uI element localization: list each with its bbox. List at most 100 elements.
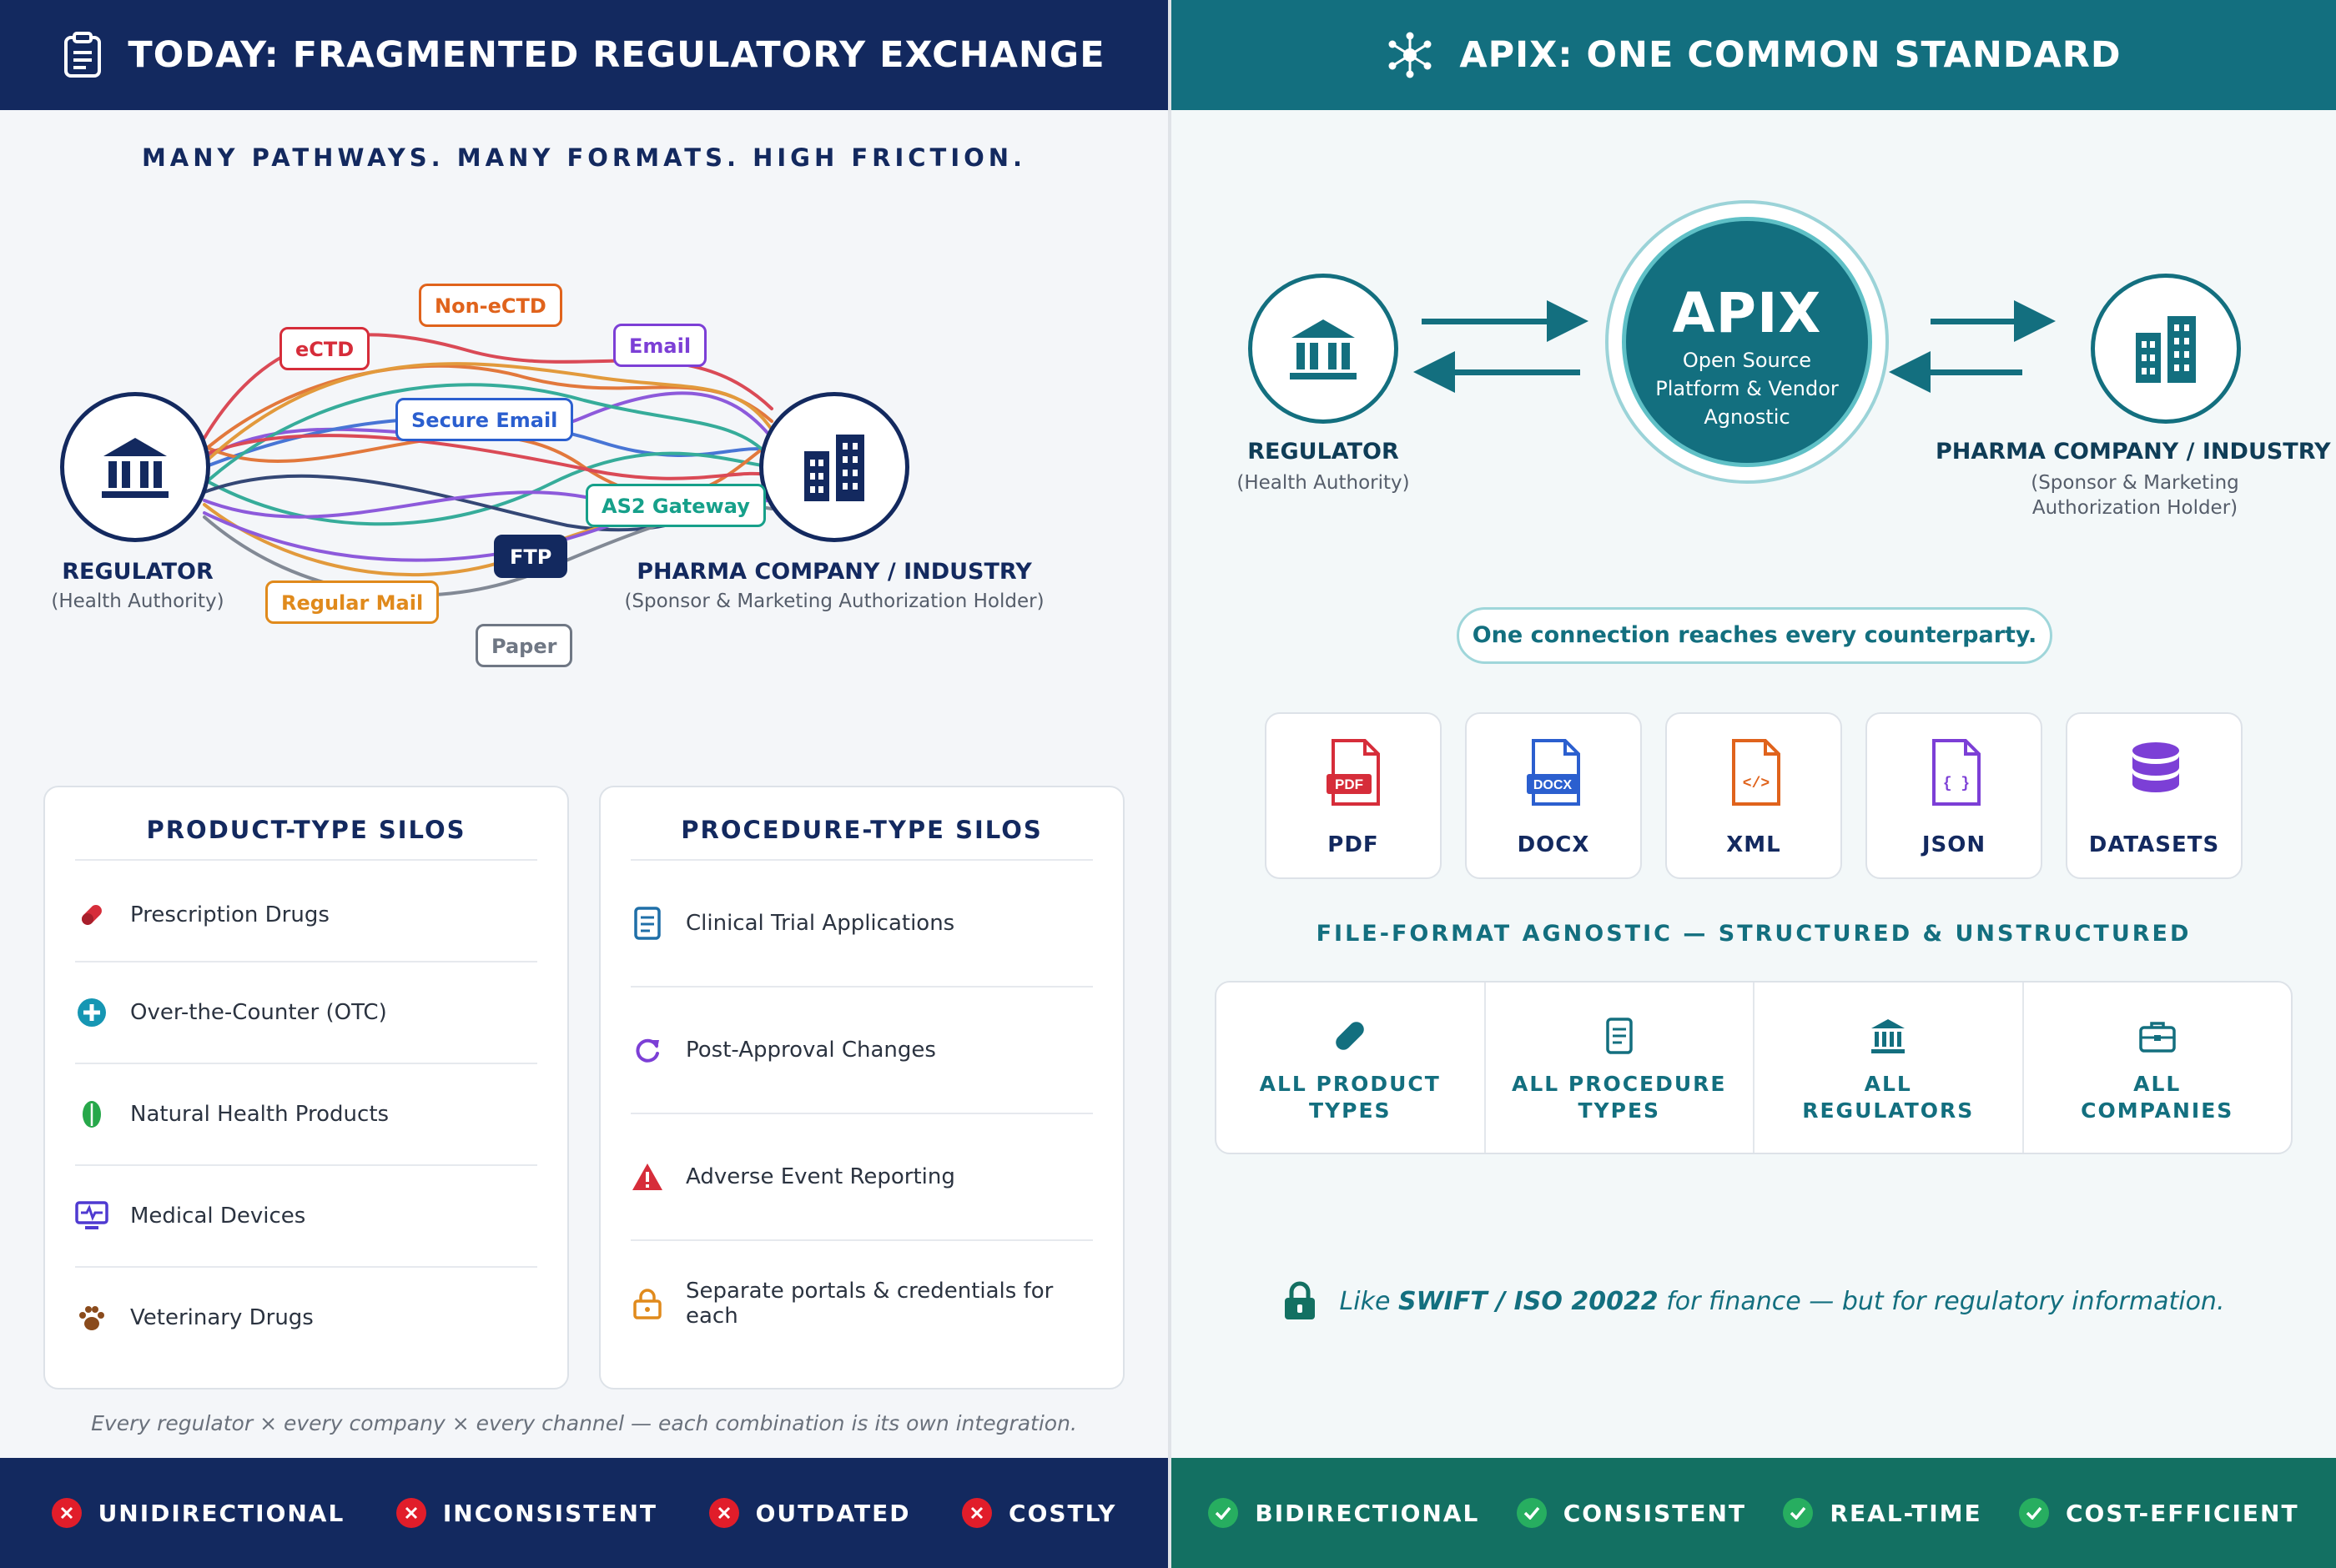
apix-pharma-sublabel: (Sponsor & Marketing Authorization Holde… — [2031, 472, 2239, 519]
footer-item-costly: COSTLY — [962, 1498, 1116, 1528]
docx-file-icon: DOCX — [1527, 739, 1580, 806]
pdf-file-icon: PDF — [1327, 739, 1380, 806]
pharma-node — [759, 392, 909, 542]
regulator-node — [60, 392, 210, 542]
apix-subtitle: Open Source Platform & Vendor Agnostic — [1655, 349, 1839, 429]
one-connection-pill: One connection reaches every counterpart… — [1457, 607, 2052, 664]
right-header: APIX: ONE COMMON STANDARD — [1171, 0, 2336, 110]
procedure-silo-label: Separate portals & credentials for each — [686, 1279, 1054, 1329]
channel-tag-email: Email — [613, 324, 707, 367]
format-agnostic-caption: FILE-FORMAT AGNOSTIC — STRUCTURED & UNST… — [1316, 921, 2192, 947]
briefcase-icon — [2139, 1022, 2176, 1053]
apix-regulator-label: REGULATOR — [1247, 439, 1399, 465]
channel-tag-ectd: eCTD — [279, 327, 370, 370]
product-silo-label: Veterinary Drugs — [130, 1305, 314, 1330]
check-icon — [1216, 1506, 1231, 1520]
document-icon — [634, 907, 661, 940]
footer-item-inconsistent: INCONSISTENT — [395, 1498, 657, 1528]
warning-triangle-icon — [632, 1163, 662, 1190]
right-footer: BIDIRECTIONAL CONSISTENT REAL-TIME COST-… — [1171, 1458, 2336, 1568]
left-panel: TODAY: FRAGMENTED REGULATORY EXCHANGE MA… — [0, 0, 1168, 1568]
apix-hub: APIX Open Source Platform & Vendor Agnos… — [1622, 217, 1872, 467]
format-label: PDF — [1327, 832, 1379, 857]
channel-tag-as2-gateway: AS2 Gateway — [586, 484, 766, 527]
json-file-icon: { } — [1932, 739, 1981, 806]
paw-print-icon — [79, 1306, 104, 1330]
product-silo-label: Natural Health Products — [130, 1102, 390, 1127]
product-silo-label: Medical Devices — [130, 1204, 306, 1229]
list-item: Over-the-Counter (OTC) — [75, 962, 537, 1063]
government-building-icon — [1871, 1019, 1906, 1053]
plus-circle-icon — [78, 998, 106, 1027]
procedure-silo-label: Adverse Event Reporting — [686, 1164, 955, 1189]
apix-regulator-sublabel: (Health Authority) — [1236, 472, 1410, 494]
format-label: DATASETS — [2088, 832, 2220, 857]
clipboard-icon — [64, 32, 102, 78]
format-label: DOCX — [1517, 832, 1590, 857]
check-icon — [1790, 1506, 1806, 1520]
government-building-icon — [102, 438, 169, 498]
format-card-pdf: PDF PDF — [1265, 712, 1442, 879]
channel-tag-paper: Paper — [476, 624, 573, 667]
pharma-sublabel: (Sponsor & Marketing Authorization Holde… — [624, 591, 1045, 612]
x-icon — [970, 1506, 984, 1520]
heart-monitor-icon — [75, 1201, 108, 1229]
list-item: Post-Approval Changes — [631, 988, 1093, 1113]
apix-title: APIX — [1672, 281, 1822, 345]
x-icon — [405, 1506, 417, 1520]
svg-text:</>: </> — [1743, 776, 1770, 792]
check-icon — [1523, 1506, 1540, 1520]
government-building-icon — [1290, 319, 1357, 379]
left-header: TODAY: FRAGMENTED REGULATORY EXCHANGE — [0, 0, 1168, 110]
footer-item-bidirectional: BIDIRECTIONAL — [1208, 1498, 1479, 1528]
list-item: Natural Health Products — [75, 1064, 537, 1164]
office-buildings-icon — [804, 435, 864, 501]
footer-item-unidirectional: UNIDIRECTIONAL — [51, 1498, 345, 1528]
procedure-silos-title: PROCEDURE-TYPE SILOS — [681, 816, 1043, 844]
list-item: Clinical Trial Applications — [631, 869, 1093, 977]
right-header-title: APIX: ONE COMMON STANDARD — [1459, 34, 2122, 76]
footer-item-outdated: OUTDATED — [708, 1498, 911, 1528]
svg-text:{ }: { } — [1943, 776, 1970, 792]
format-label: JSON — [1921, 832, 1986, 857]
pharma-label: PHARMA COMPANY / INDUSTRY — [637, 559, 1032, 585]
format-card-datasets: DATASETS — [2066, 712, 2243, 879]
regulator-label: REGULATOR — [62, 559, 214, 585]
refresh-icon — [636, 1038, 659, 1063]
product-silos-card: PRODUCT-TYPE SILOS Prescription Drugs Ov… — [43, 786, 569, 1390]
document-icon — [1606, 1018, 1633, 1054]
procedure-silos-card: PROCEDURE-TYPE SILOS Clinical Trial Appl… — [599, 786, 1125, 1390]
product-silos-title: PRODUCT-TYPE SILOS — [146, 816, 466, 844]
apix-pharma-label: PHARMA COMPANY / INDUSTRY — [1936, 439, 2331, 465]
swift-analogy-quote: Like SWIFT / ISO 20022 for finance — but… — [1171, 1281, 2336, 1321]
check-icon — [2026, 1506, 2042, 1520]
channel-network: REGULATOR (Health Authority) PHARMA COMP… — [0, 250, 1168, 684]
office-buildings-icon — [2136, 316, 2196, 383]
channel-tag-regular-mail: Regular Mail — [265, 580, 440, 624]
product-silo-label: Over-the-Counter (OTC) — [130, 1000, 387, 1025]
pill-capsule-icon — [82, 905, 102, 925]
pill-capsule-icon — [1336, 1022, 1365, 1050]
panel-divider — [1168, 0, 1171, 1568]
left-header-title: TODAY: FRAGMENTED REGULATORY EXCHANGE — [128, 34, 1105, 76]
xml-file-icon: </> — [1732, 739, 1780, 806]
lock-icon — [633, 1289, 662, 1319]
list-item: Medical Devices — [75, 1166, 537, 1266]
apix-pharma-node — [2091, 274, 2241, 424]
database-icon — [2132, 742, 2179, 792]
apix-regulator-node — [1248, 274, 1398, 424]
footer-item-real-time: REAL-TIME — [1783, 1498, 1981, 1528]
format-card-json: { } JSON — [1865, 712, 2042, 879]
left-caption: Every regulator × every company × every … — [91, 1411, 1077, 1435]
channel-tag-secure-email: Secure Email — [395, 398, 574, 441]
exchange-arrows — [1413, 300, 2056, 393]
right-panel: APIX: ONE COMMON STANDARD — [1171, 0, 2336, 1568]
product-silo-label: Prescription Drugs — [130, 902, 330, 927]
procedure-silo-label: Clinical Trial Applications — [686, 911, 955, 936]
svg-text:PDF: PDF — [1335, 776, 1363, 792]
